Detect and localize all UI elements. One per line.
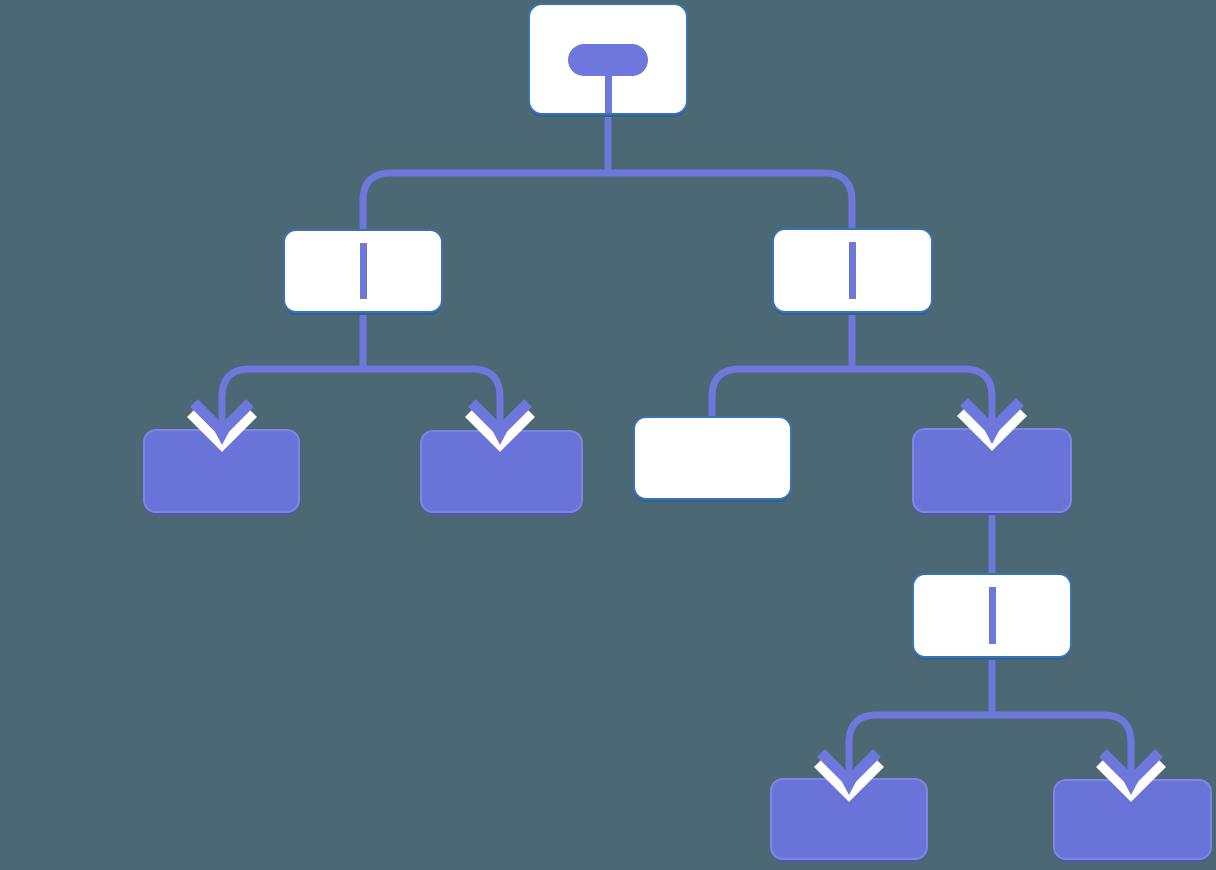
connector-root-to-branches	[359, 115, 856, 229]
vertical-divider-icon	[988, 587, 996, 644]
node-leaf-left-1[interactable]	[143, 429, 300, 513]
node-branch-left[interactable]	[283, 229, 443, 313]
connector-branch-right-to-children	[708, 313, 996, 430]
connector-mid-to-bottom-leaves	[845, 658, 1135, 781]
connector-branch-left-to-leaves	[218, 313, 504, 431]
vertical-divider-icon	[849, 242, 856, 299]
node-branch-right[interactable]	[772, 228, 933, 313]
node-root[interactable]	[528, 3, 688, 115]
pill-stem-line	[604, 69, 612, 113]
node-child-right-white[interactable]	[633, 416, 792, 500]
vertical-divider-icon	[359, 243, 367, 299]
node-mid-connector[interactable]	[912, 573, 1072, 658]
node-leaf-left-2[interactable]	[420, 430, 583, 513]
node-child-right-filled[interactable]	[912, 428, 1072, 513]
node-leaf-bottom-2[interactable]	[1053, 779, 1212, 860]
node-leaf-bottom-1[interactable]	[770, 778, 928, 860]
